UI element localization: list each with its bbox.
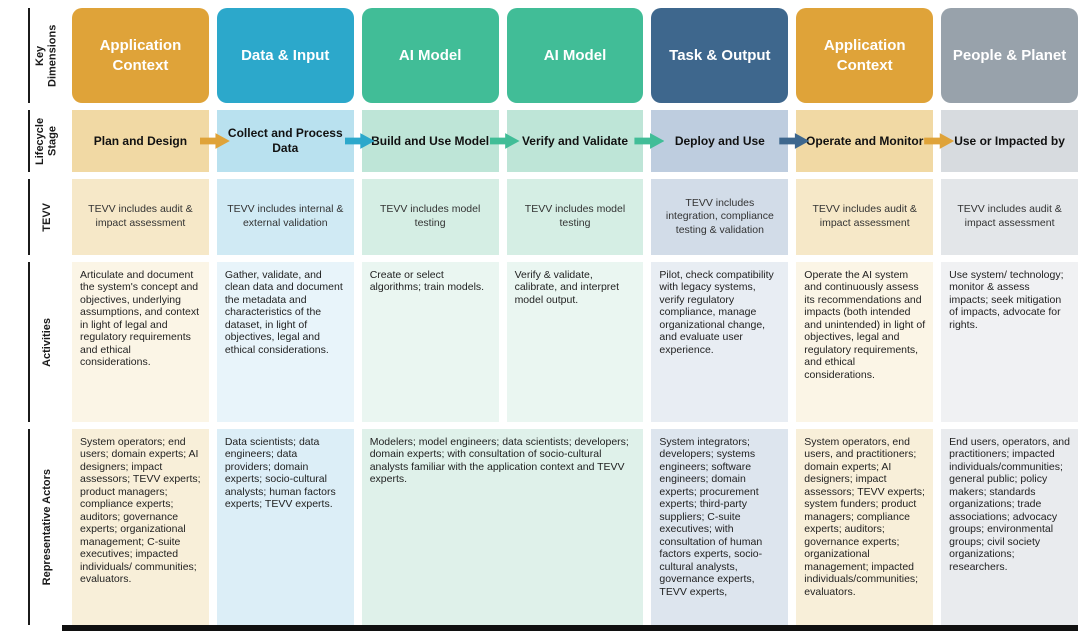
activities-text: Articulate and document the system's con… (80, 269, 200, 369)
stage-plan-design: Plan and Design (72, 110, 230, 172)
row-label-key-dimensions: Key Dimensions (28, 8, 64, 103)
header-label: AI Model (398, 46, 462, 64)
tevv-cell-application-context: TEVV includes audit & impact assessment (72, 179, 209, 255)
activities-cell-build-model: Create or select algorithms; train model… (361, 262, 499, 422)
stage-label: Collect and Process Data (227, 126, 343, 155)
row-label-representative-actors: Representative Actors (28, 429, 64, 625)
header-ai-model-build: AI Model (361, 8, 499, 103)
stage-label: Use or Impacted by (954, 133, 1065, 148)
actors-text: System operators; end users; domain expe… (80, 436, 201, 586)
header-ai-model-verify: AI Model (506, 8, 644, 103)
stage-use-impacted-by: Use or Impacted by (941, 110, 1078, 172)
tevv-text: TEVV includes internal & external valida… (227, 203, 344, 229)
tevv-cell-people-planet: TEVV includes audit & impact assessment (941, 179, 1078, 255)
tevv-cell-task-output: TEVV includes integration, compliance te… (651, 179, 789, 255)
tevv-text: TEVV includes audit & impact assessment (812, 203, 917, 229)
tevv-cell-ai-model-build: TEVV includes model testing (361, 179, 499, 255)
header-label: Data & Input (241, 46, 330, 64)
actors-text: Data scientists; data engineers; data pr… (224, 436, 336, 511)
row-label-activities: Activities (28, 262, 64, 422)
activities-cell-operate-monitor: Operate the AI system and continuously a… (796, 262, 934, 422)
stage-label: Plan and Design (93, 133, 188, 148)
header-application-context-2: Application Context (796, 8, 934, 103)
actors-text: End users, operators, and practitioners;… (949, 436, 1070, 573)
stage-build-use-model: Build and Use Model (361, 110, 520, 172)
activities-cell-collect-data: Gather, validate, and clean data and doc… (216, 262, 354, 422)
bottom-edge-bar (62, 625, 1078, 631)
actors-cell-use-impacted: End users, operators, and practitioners;… (941, 429, 1078, 625)
actors-cell-deploy-use: System integrators; developers; systems … (651, 429, 789, 625)
tevv-cell-application-context-2: TEVV includes audit & impact assessment (796, 179, 934, 255)
row-label-text: Key Dimensions (34, 24, 59, 87)
activities-text: Create or select algorithms; train model… (369, 269, 485, 294)
row-label-tevv: TEVV (28, 179, 64, 255)
tevv-text: TEVV includes model testing (524, 203, 626, 229)
activities-cell-deploy-use: Pilot, check compatibility with legacy s… (651, 262, 789, 422)
activities-text: Use system/ technology; monitor & assess… (949, 269, 1064, 331)
stage-label: Deploy and Use (674, 133, 765, 148)
row-label-text: Activities (40, 317, 53, 367)
tevv-cell-data-input: TEVV includes internal & external valida… (216, 179, 354, 255)
activities-cell-plan-design: Articulate and document the system's con… (72, 262, 209, 422)
activities-text: Operate the AI system and continuously a… (804, 269, 926, 381)
header-task-output: Task & Output (651, 8, 789, 103)
header-label: AI Model (543, 46, 607, 64)
row-label-text: TEVV (40, 202, 53, 232)
actors-cell-collect-data: Data scientists; data engineers; data pr… (216, 429, 354, 625)
activities-cell-verify-validate: Verify & validate, calibrate, and interp… (506, 262, 644, 422)
stage-label: Verify and Validate (521, 133, 629, 148)
activities-text: Pilot, check compatibility with legacy s… (659, 269, 774, 356)
header-label: Application Context (99, 37, 182, 74)
actors-text: Modelers; model engineers; data scientis… (369, 436, 629, 486)
stage-label: Operate and Monitor (806, 133, 924, 148)
header-label: Task & Output (669, 46, 771, 64)
activities-text: Gather, validate, and clean data and doc… (224, 269, 343, 356)
tevv-text: TEVV includes model testing (379, 203, 481, 229)
stage-operate-monitor: Operate and Monitor (796, 110, 955, 172)
tevv-text: TEVV includes audit & impact assessment (957, 203, 1062, 229)
tevv-text: TEVV includes audit & impact assessment (88, 203, 193, 229)
header-people-planet: People & Planet (941, 8, 1078, 103)
actors-cell-operate-monitor: System operators, end users, and practit… (796, 429, 934, 625)
tevv-text: TEVV includes integration, compliance te… (665, 196, 774, 236)
actors-text: System integrators; developers; systems … (659, 436, 763, 598)
header-data-input: Data & Input (216, 8, 354, 103)
activities-text: Verify & validate, calibrate, and interp… (514, 269, 620, 306)
stage-label: Build and Use Model (371, 133, 490, 148)
row-label-text: Lifecycle Stage (34, 117, 59, 165)
row-label-text: Representative Actors (40, 468, 53, 586)
header-label: Application Context (823, 37, 906, 74)
ai-lifecycle-diagram: Key Dimensions Lifecycle Stage TEVV Acti… (28, 8, 1078, 625)
actors-text: System operators, end users, and practit… (804, 436, 925, 598)
header-label: People & Planet (952, 46, 1067, 64)
activities-cell-use-impacted: Use system/ technology; monitor & assess… (941, 262, 1078, 422)
row-label-lifecycle-stage: Lifecycle Stage (28, 110, 64, 172)
actors-cell-ai-model-merged: Modelers; model engineers; data scientis… (361, 429, 644, 625)
tevv-cell-ai-model-verify: TEVV includes model testing (506, 179, 644, 255)
stage-collect-process-data: Collect and Process Data (216, 110, 375, 172)
actors-cell-plan-design: System operators; end users; domain expe… (72, 429, 209, 625)
header-application-context: Application Context (72, 8, 209, 103)
stage-deploy-use: Deploy and Use (651, 110, 810, 172)
stage-verify-validate: Verify and Validate (506, 110, 665, 172)
